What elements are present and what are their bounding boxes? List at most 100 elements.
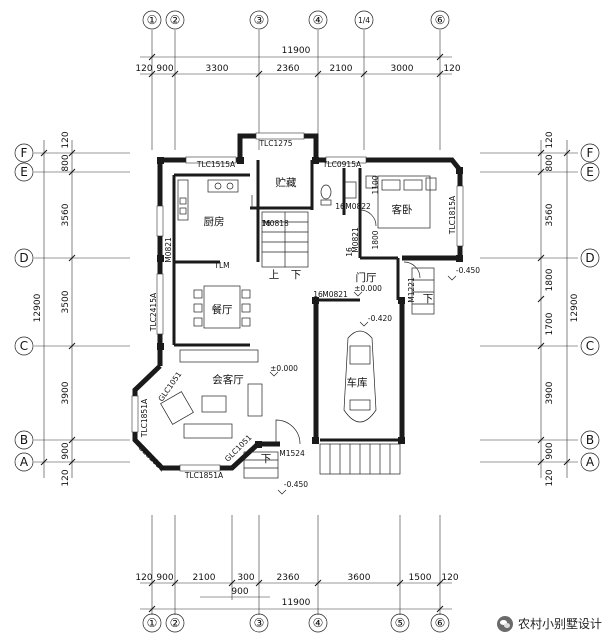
axis-top-2: ② <box>170 13 181 27</box>
right-dim-seg-4: 1800 <box>545 268 555 291</box>
bottom-total-dim: 11900 <box>282 598 311 608</box>
bottom-dim-seg-2: 900 <box>156 573 173 583</box>
label-tlc2415a: TLC2415A <box>149 292 158 332</box>
bottom-dim-seg-1: 120 <box>135 573 152 583</box>
room-foyer: 门厅 <box>356 271 377 284</box>
right-total-dim: 12900 <box>570 293 580 322</box>
right-dim-seg-5: 1700 <box>545 312 555 335</box>
label-down: 下 <box>291 269 302 281</box>
bathroom-fixtures <box>320 181 357 206</box>
axis-right-b: B <box>586 433 594 447</box>
bedroom-furniture <box>365 175 437 229</box>
room-living: 会客厅 <box>212 373 244 386</box>
right-dim-seg-1: 120 <box>545 131 555 148</box>
label-m0821-c: M0821 <box>351 227 360 253</box>
right-dim-seg-6: 3900 <box>545 381 555 404</box>
elev-right: -0.450 <box>456 266 480 275</box>
left-dim-seg-6: 900 <box>61 442 71 459</box>
axis-top-6: ⑥ <box>435 13 446 27</box>
left-dim-seg-4: 3500 <box>61 290 71 313</box>
room-storage: 贮藏 <box>276 176 297 189</box>
axis-bubbles-bottom: ① ② ③ ④ ⑤ ⑥ <box>142 613 450 633</box>
label-1800: 1800 <box>371 230 380 249</box>
axis-top-1: ① <box>147 13 158 27</box>
label-tlc1275: TLC1275 <box>258 139 292 148</box>
axis-right-e: E <box>586 165 594 179</box>
windows <box>131 132 464 472</box>
axis-bubbles-right: F E D C B A <box>580 143 600 472</box>
axis-right-a: A <box>586 455 595 469</box>
elevation-markers: ±0.000 ±0.000 -0.420 -0.450 -0.450 <box>269 266 480 495</box>
axis-bubbles-top: ① ② ③ ④ 1/4 ⑥ <box>142 10 450 30</box>
left-dim-seg-3: 3560 <box>61 203 71 226</box>
car-icon <box>343 330 377 423</box>
label-16-a: 16 <box>261 219 271 228</box>
label-tlm: TLM <box>213 261 229 270</box>
elev-living: ±0.000 <box>270 364 298 373</box>
label-1100: 1100 <box>371 175 380 194</box>
right-dimensions: 120 800 3560 1800 1700 3900 900 120 1290… <box>537 131 580 487</box>
top-dim-seg-2: 900 <box>156 64 173 74</box>
label-16-c: 16 <box>345 247 354 257</box>
axis-top-5: 1/4 <box>358 16 370 25</box>
label-up: 上 <box>269 269 280 281</box>
living-furniture <box>160 349 263 439</box>
axis-right-f: F <box>587 146 594 160</box>
left-dim-seg-7: 120 <box>61 469 71 486</box>
axis-right-d: D <box>585 251 594 265</box>
label-m0821-left: M0821 <box>164 237 173 263</box>
walls <box>132 133 463 471</box>
label-m1524: M1524 <box>279 449 305 458</box>
label-m0818: M0818 <box>263 219 289 228</box>
top-dim-seg-4: 2360 <box>277 64 300 74</box>
left-dim-seg-5: 3900 <box>61 381 71 404</box>
label-tlc1815a: TLC1815A <box>448 195 457 235</box>
label-down-bottom: 下 <box>261 453 272 465</box>
bottom-dim-seg-3: 2100 <box>193 573 216 583</box>
dining-table <box>193 285 251 329</box>
right-dim-seg-3: 3560 <box>545 203 555 226</box>
watermark: 农村小别墅设计 <box>496 615 602 632</box>
label-m0822: M0822 <box>345 202 371 211</box>
right-dim-seg-8: 120 <box>545 469 555 486</box>
bottom-dim-seg-4: 300 <box>237 573 254 583</box>
axis-top-3: ③ <box>254 13 265 27</box>
axis-bottom-1: ① <box>147 616 158 630</box>
top-dim-seg-5: 2100 <box>330 64 353 74</box>
bottom-dim-seg-7: 1500 <box>409 573 432 583</box>
entry-steps <box>243 267 435 479</box>
label-glc1051-b: GLC1051 <box>136 443 167 474</box>
watermark-text: 农村小别墅设计 <box>517 617 602 631</box>
axis-bottom-5: ⑤ <box>395 616 406 630</box>
left-dim-seg-1: 120 <box>61 131 71 148</box>
top-total-dim: 11900 <box>282 46 311 56</box>
elev-foyer: ±0.000 <box>354 284 382 293</box>
label-tlc1851a-bottom: TLC1851A <box>184 471 224 480</box>
axis-bottom-6: ⑥ <box>435 616 446 630</box>
room-garage: 车库 <box>347 376 368 389</box>
elev-garage: -0.420 <box>368 314 392 323</box>
bottom-dim-seg-5: 2360 <box>277 573 300 583</box>
room-kitchen: 厨房 <box>204 215 225 228</box>
stairs <box>261 211 309 268</box>
kitchen-fixtures <box>177 179 239 221</box>
bottom-sub-dim: 900 <box>231 587 248 597</box>
label-tlc1851a-left: TLC1851A <box>140 398 149 438</box>
top-dim-seg-3: 3300 <box>206 64 229 74</box>
top-dim-seg-7: 120 <box>443 64 460 74</box>
axis-left-f: F <box>21 146 28 160</box>
axis-bubbles-left: F E D C B A <box>14 143 34 472</box>
bottom-dimensions: 120 900 2100 300 2360 3600 1500 120 900 … <box>135 573 459 613</box>
label-16-d: 16 <box>313 290 323 299</box>
bottom-dim-seg-6: 3600 <box>348 573 371 583</box>
axis-left-c: C <box>20 339 28 353</box>
wechat-icon <box>496 615 513 632</box>
axis-left-e: E <box>20 165 28 179</box>
left-dim-seg-2: 800 <box>61 154 71 171</box>
axis-bottom-2: ② <box>170 616 181 630</box>
bottom-dim-seg-8: 120 <box>441 573 458 583</box>
label-tlc1515a: TLC1515A <box>196 160 236 169</box>
axis-bottom-3: ③ <box>254 616 265 630</box>
label-down-right: 下 <box>423 293 434 305</box>
